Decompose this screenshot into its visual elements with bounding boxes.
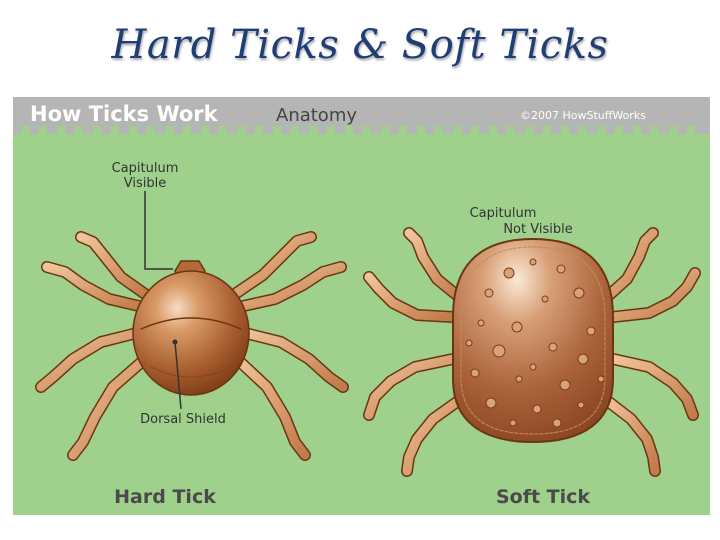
- soft-tick-label: Soft Tick: [496, 486, 590, 508]
- soft-tick: [363, 227, 701, 477]
- hard-tick-legs-left: [35, 231, 151, 461]
- soft-tick-bumps: [465, 258, 605, 428]
- tick-anatomy-illustration: How Ticks Work Anatomy ©2007 HowStuffWor…: [13, 97, 710, 515]
- dorsal-shield-pointer-line: [174, 341, 182, 410]
- capitulum-visible-label-line2: Visible: [124, 176, 166, 191]
- banner: How Ticks Work Anatomy ©2007 HowStuffWor…: [13, 97, 710, 134]
- banner-subtitle: Anatomy: [276, 105, 357, 126]
- capitulum-pointer-line: [144, 191, 173, 270]
- capitulum-visible-label-line1: Capitulum: [112, 161, 179, 176]
- hard-tick-shield-edge: [140, 317, 242, 330]
- capitulum-not-visible-label-line2: Not Visible: [503, 222, 572, 237]
- slide-title: Hard Ticks & Soft Ticks: [111, 22, 609, 68]
- banner-title: How Ticks Work: [30, 102, 219, 126]
- soft-tick-legs-left: [363, 227, 467, 477]
- copyright-text: ©2007 HowStuffWorks: [520, 109, 646, 122]
- hard-tick-label: Hard Tick: [114, 486, 216, 508]
- tick-anatomy-figure: How Ticks Work Anatomy ©2007 HowStuffWor…: [13, 97, 710, 515]
- soft-tick-body: [452, 238, 614, 443]
- capitulum-not-visible-label-line1: Capitulum: [470, 206, 537, 221]
- hard-tick-body: [132, 270, 250, 396]
- dorsal-shield-label: Dorsal Shield: [140, 412, 226, 427]
- hard-tick: [35, 231, 349, 461]
- hard-tick-annotations: Capitulum Visible Dorsal Shield Hard Tic…: [112, 161, 226, 508]
- soft-tick-legs-right: [599, 227, 701, 477]
- soft-tick-annotations: Capitulum Not Visible Soft Tick: [470, 206, 591, 508]
- hard-tick-legs-right: [229, 231, 349, 461]
